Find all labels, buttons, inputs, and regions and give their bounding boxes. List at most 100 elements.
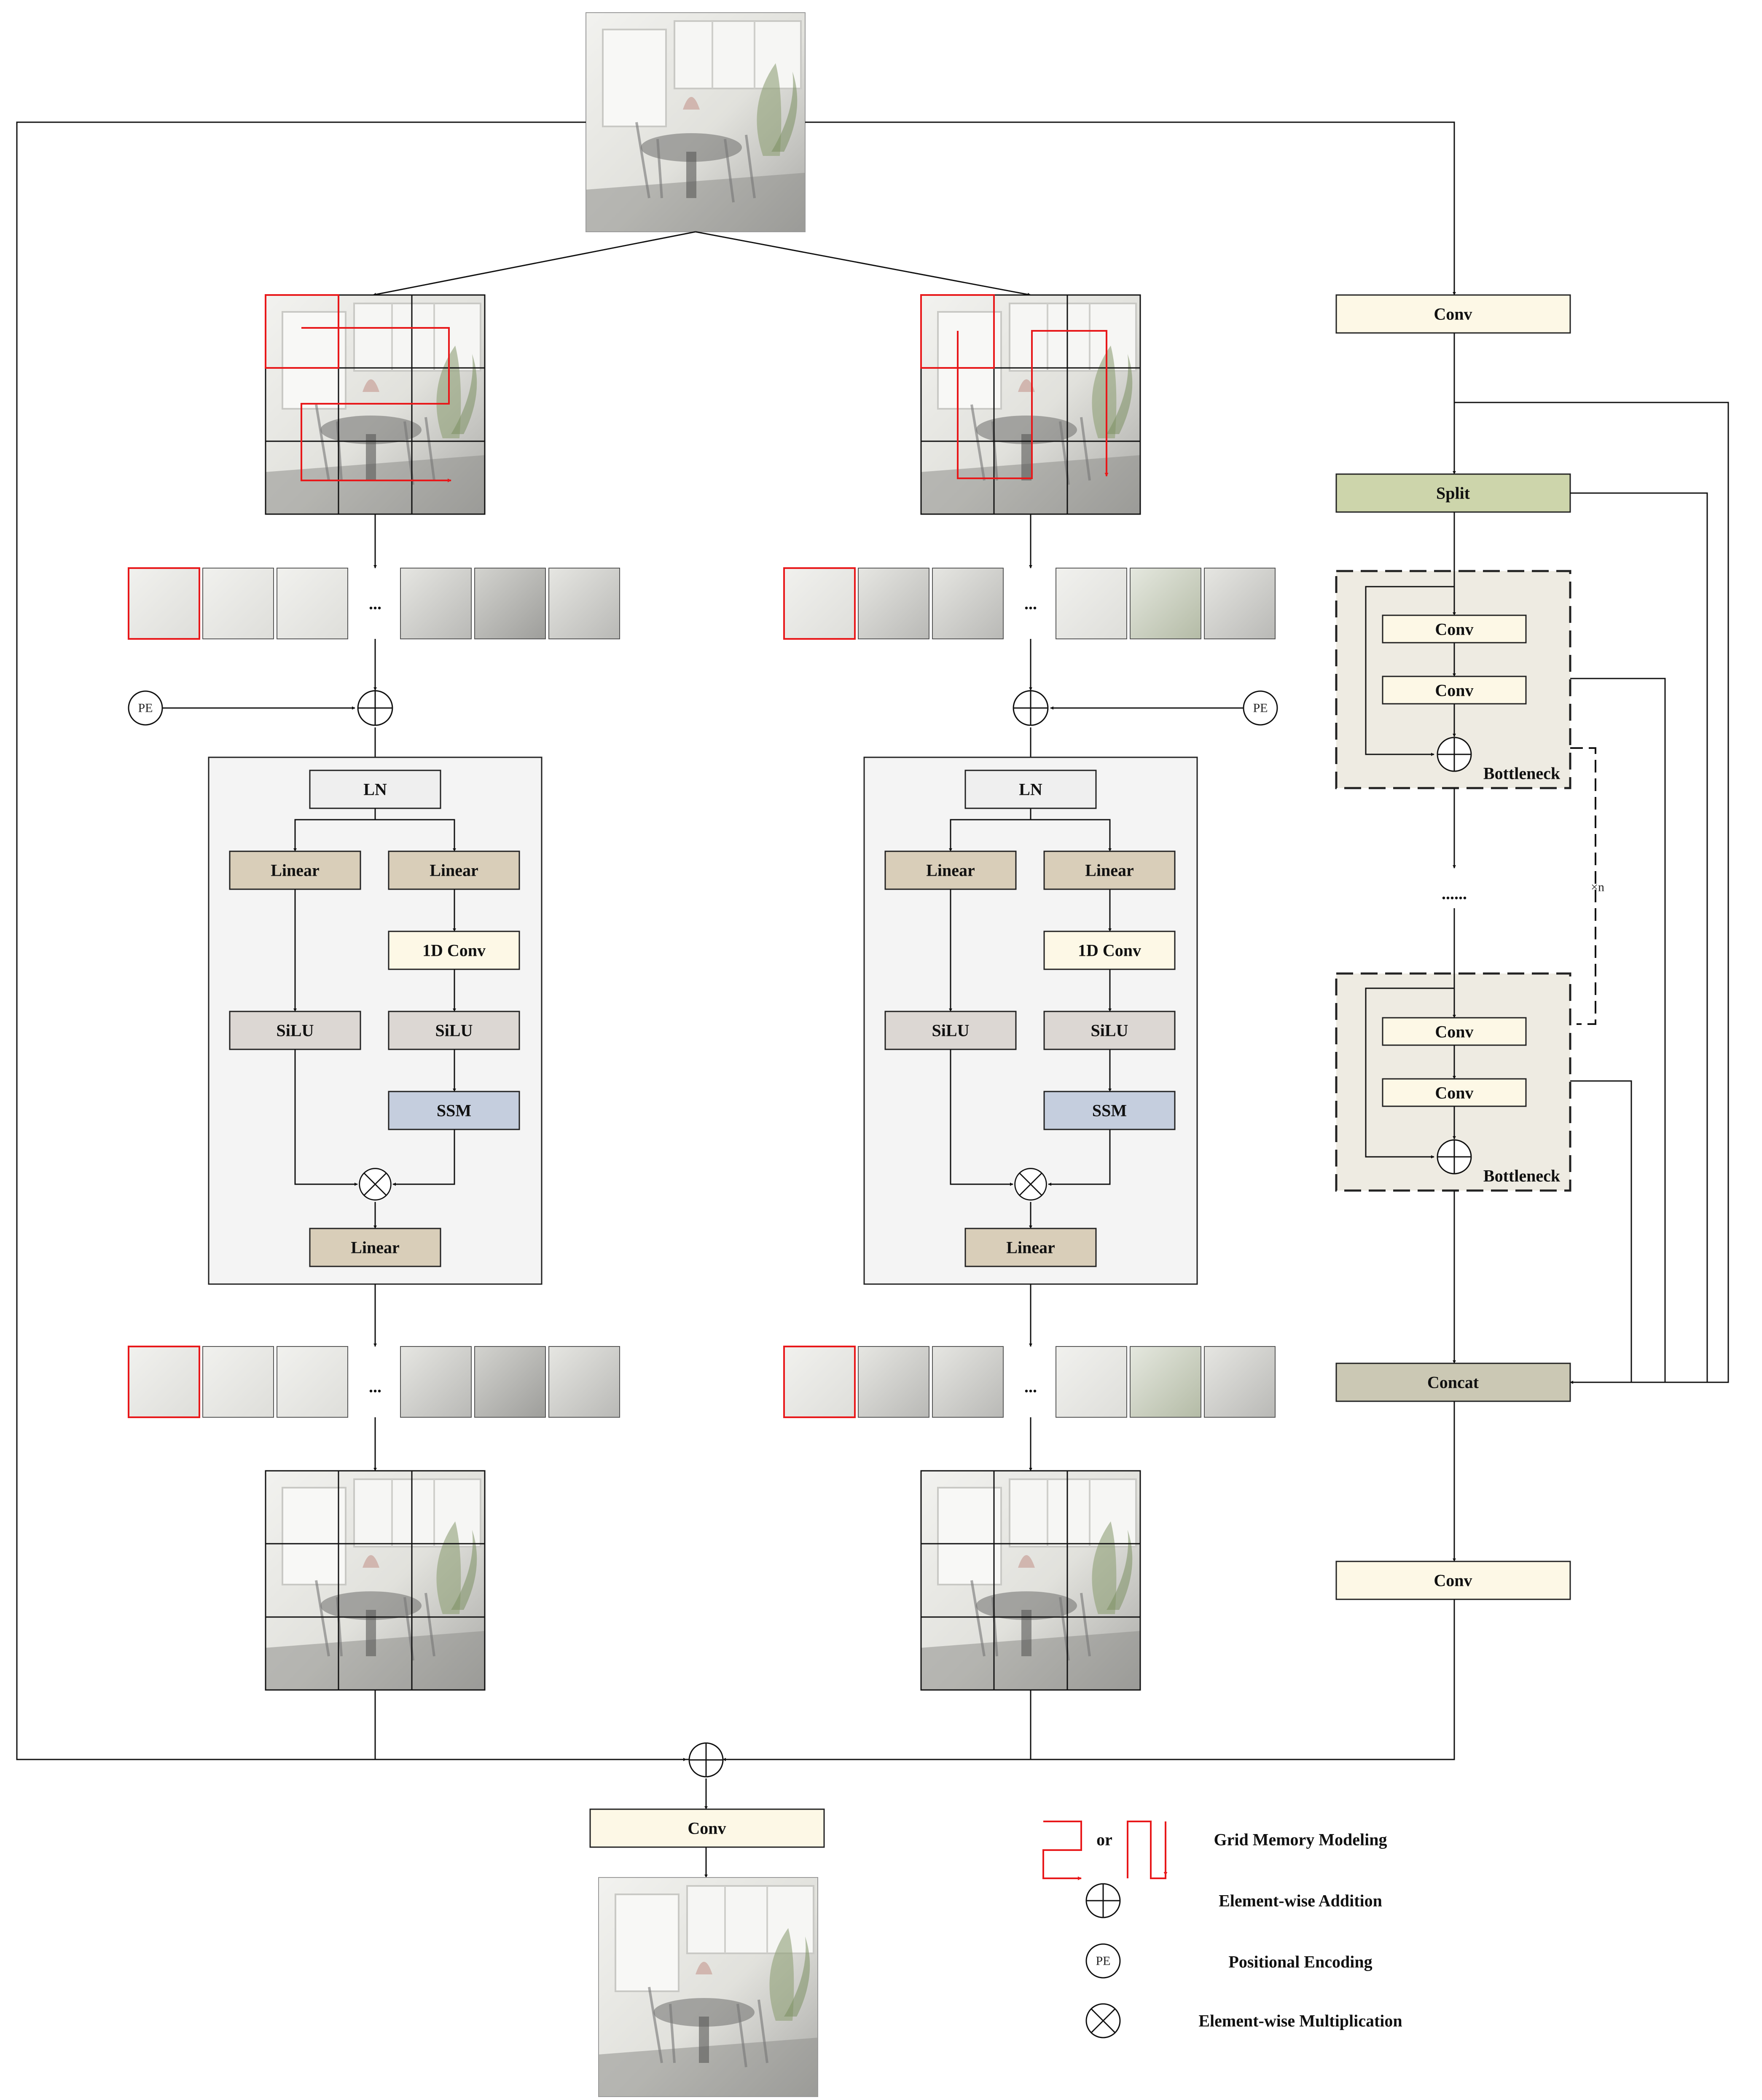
pe-icon: PE <box>128 690 163 726</box>
addition-icon <box>1437 1139 1472 1175</box>
node-label: PE <box>1096 1954 1110 1968</box>
legend: or Grid Memory Modeling Element-wise Add… <box>1042 1821 1402 2038</box>
split-box <box>1335 473 1571 513</box>
grid-memory-icon <box>1042 1821 1168 1880</box>
middle-token-sequence-top: ... <box>783 567 1276 640</box>
multiplication-icon <box>359 1168 392 1201</box>
ellipsis: ... <box>369 1377 381 1396</box>
input-image <box>586 12 806 232</box>
legend-or: or <box>1096 1830 1112 1849</box>
concat-box <box>1335 1362 1571 1402</box>
right-c2f-branch: Conv Split Conv Conv Bottleneck ...... ×… <box>723 294 1729 1761</box>
left-token-sequence-top: ... <box>128 567 620 640</box>
ellipsis: ... <box>369 594 381 613</box>
node-label: SiLU <box>1091 1021 1128 1040</box>
left-mamba-block: LN Linear Linear 1D Conv SiLU SiLU SSM <box>208 756 543 1285</box>
ssm-box <box>388 1091 520 1130</box>
left-branch: ... PE LN Linear Linear 1D Conv <box>128 294 620 1759</box>
repeat-label: ×n <box>1591 880 1604 894</box>
node-label: Bottleneck <box>1483 1167 1561 1185</box>
ln-box <box>964 770 1097 809</box>
fusion-output: Conv <box>17 1742 825 2097</box>
silu-box <box>884 1011 1017 1050</box>
ssm-box <box>1043 1091 1176 1130</box>
conv-box <box>1335 1561 1571 1600</box>
ellipsis: ... <box>1024 594 1037 613</box>
middle-scan-grid <box>920 294 1141 515</box>
multiplication-icon <box>1085 2003 1121 2038</box>
snake-scan-vertical <box>957 330 1109 479</box>
node-label: SSM <box>437 1101 471 1120</box>
node-label: 1D Conv <box>422 941 486 960</box>
addition-icon <box>1085 1883 1121 1918</box>
middle-output-grid <box>920 1470 1141 1691</box>
snake-scan-horizontal <box>301 327 451 483</box>
node-label: Linear <box>271 861 320 880</box>
pe-icon: PE <box>1085 1943 1121 1979</box>
multiplication-icon <box>1014 1168 1047 1201</box>
addition-icon <box>688 1742 724 1778</box>
silu-box <box>229 1011 361 1050</box>
node-label: Conv <box>1435 620 1473 639</box>
node-label: Linear <box>430 861 478 880</box>
node-label: Conv <box>1434 1571 1472 1590</box>
conv-box <box>1335 294 1571 334</box>
linear-box <box>309 1228 441 1267</box>
addition-icon <box>1013 690 1049 726</box>
conv-box <box>1382 1017 1527 1046</box>
node-label: SSM <box>1092 1101 1127 1120</box>
conv-box <box>1382 676 1527 705</box>
middle-mamba-block: LN Linear Linear 1D Conv SiLU SiLU SSM <box>863 756 1198 1285</box>
repeat-bracket <box>1570 747 1596 1025</box>
linear-box <box>964 1228 1097 1267</box>
left-output-grid <box>265 1470 486 1691</box>
node-label: Conv <box>1435 681 1473 700</box>
conv-box <box>589 1808 825 1848</box>
node-label: Linear <box>1006 1238 1055 1257</box>
middle-branch: ... PE LN Linear Linear 1D Conv <box>783 294 1278 1759</box>
ellipsis: ... <box>1024 1377 1037 1396</box>
legend-multiplication: Element-wise Multiplication <box>1198 2011 1402 2030</box>
node-label: Split <box>1436 484 1470 503</box>
ellipsis-dots: ...... <box>1442 884 1467 903</box>
bottleneck-block: Conv Conv Bottleneck <box>1335 570 1571 789</box>
node-label: Conv <box>1435 1084 1473 1102</box>
linear-box <box>1043 850 1176 890</box>
node-label: Bottleneck <box>1483 764 1561 783</box>
node-label: LN <box>363 780 387 799</box>
legend-pe: Positional Encoding <box>1228 1952 1372 1971</box>
node-label: Conv <box>1435 1022 1473 1041</box>
legend-addition: Element-wise Addition <box>1219 1891 1382 1910</box>
middle-token-sequence-bottom: ... <box>783 1346 1276 1418</box>
node-label: SiLU <box>435 1021 473 1040</box>
addition-icon <box>357 690 393 726</box>
node-label: 1D Conv <box>1078 941 1141 960</box>
pe-icon: PE <box>1243 690 1278 726</box>
linear-box <box>229 850 361 890</box>
output-image <box>598 1877 818 2097</box>
node-label: Linear <box>926 861 975 880</box>
node-label: SiLU <box>932 1021 970 1040</box>
ln-box <box>309 770 441 809</box>
node-label: Concat <box>1427 1373 1479 1392</box>
node-label: LN <box>1019 780 1042 799</box>
node-label: Conv <box>1434 305 1472 324</box>
silu-box <box>388 1011 520 1050</box>
left-scan-grid <box>265 294 486 515</box>
left-token-sequence-bottom: ... <box>128 1346 620 1418</box>
silu-box <box>1043 1011 1176 1050</box>
legend-grid-memory: Grid Memory Modeling <box>1214 1830 1387 1849</box>
linear-box <box>884 850 1017 890</box>
node-label: Linear <box>351 1238 400 1257</box>
conv-box <box>1382 1078 1527 1107</box>
conv1d-box <box>388 931 520 970</box>
linear-box <box>388 850 520 890</box>
node-label: Conv <box>688 1819 726 1838</box>
addition-icon <box>1437 737 1472 772</box>
node-label: Linear <box>1085 861 1134 880</box>
node-label: PE <box>138 701 153 715</box>
node-label: SiLU <box>277 1021 314 1040</box>
node-label: PE <box>1253 701 1268 715</box>
bottleneck-block: Conv Conv Bottleneck <box>1335 972 1571 1192</box>
